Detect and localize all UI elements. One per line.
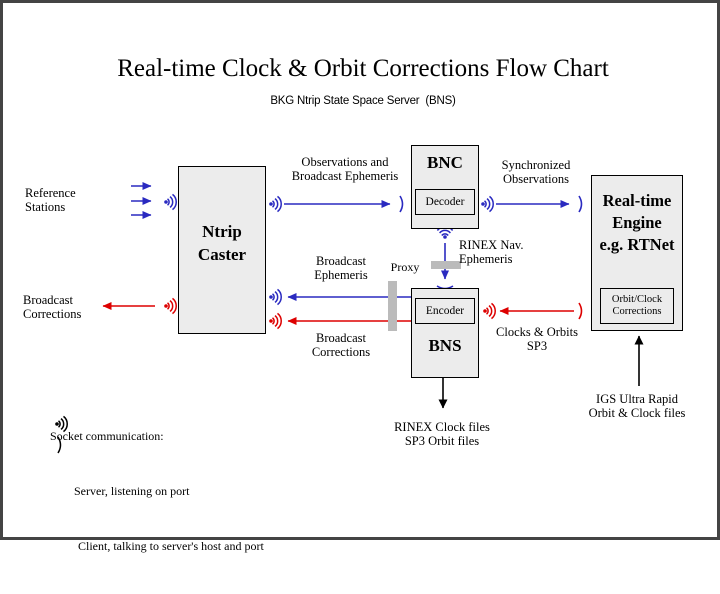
legend-item-server-label: Server, listening on port bbox=[74, 484, 190, 499]
paren-icon-bnc-in bbox=[399, 195, 404, 213]
box-bns-encoder[interactable]: Encoder bbox=[415, 298, 475, 324]
antenna-icon-caster-eph-in bbox=[268, 288, 282, 306]
antenna-icon-caster-corrections-out bbox=[163, 297, 177, 315]
label-proxy: Proxy bbox=[390, 260, 420, 274]
proxy-bar-nav bbox=[431, 261, 461, 269]
box-bnc-label: BNC bbox=[427, 153, 463, 172]
proxy-bar bbox=[388, 281, 397, 331]
legend-title: Socket communication: bbox=[50, 428, 164, 443]
antenna-icon-caster-in bbox=[163, 193, 177, 211]
paren-icon-engine-corr-out bbox=[578, 302, 583, 320]
legend: Socket communication: Server, listening … bbox=[50, 394, 350, 594]
page-subtitle: BKG Ntrip State Space Server (BNS) bbox=[270, 95, 456, 107]
box-bnc-decoder[interactable]: Decoder bbox=[415, 189, 475, 215]
box-bnc[interactable]: BNC bbox=[411, 145, 479, 229]
antenna-icon-caster-corr-in bbox=[268, 312, 282, 330]
legend-paren-icon bbox=[57, 436, 62, 454]
antenna-icon-bnc-out bbox=[480, 195, 494, 213]
box-bns-label: BNS bbox=[428, 336, 462, 355]
arrow-reference-stations bbox=[131, 182, 152, 219]
antenna-icon-caster-obs-out bbox=[268, 195, 282, 213]
legend-item-client: Client, talking to server's host and por… bbox=[50, 539, 350, 558]
antenna-icon-bns-clk-in bbox=[482, 302, 496, 320]
legend-item-client-label: Client, talking to server's host and por… bbox=[78, 538, 264, 553]
legend-item-server: Server, listening on port bbox=[50, 484, 350, 503]
diagram-frame: Real-time Clock & Orbit Corrections Flow… bbox=[0, 0, 720, 553]
label-rinex-nav-ephemeris: RINEX Nav.Ephemeris bbox=[459, 238, 524, 266]
paren-icon-engine-in bbox=[578, 195, 583, 213]
page-title: Real-time Clock & Orbit Corrections Flow… bbox=[117, 55, 609, 82]
